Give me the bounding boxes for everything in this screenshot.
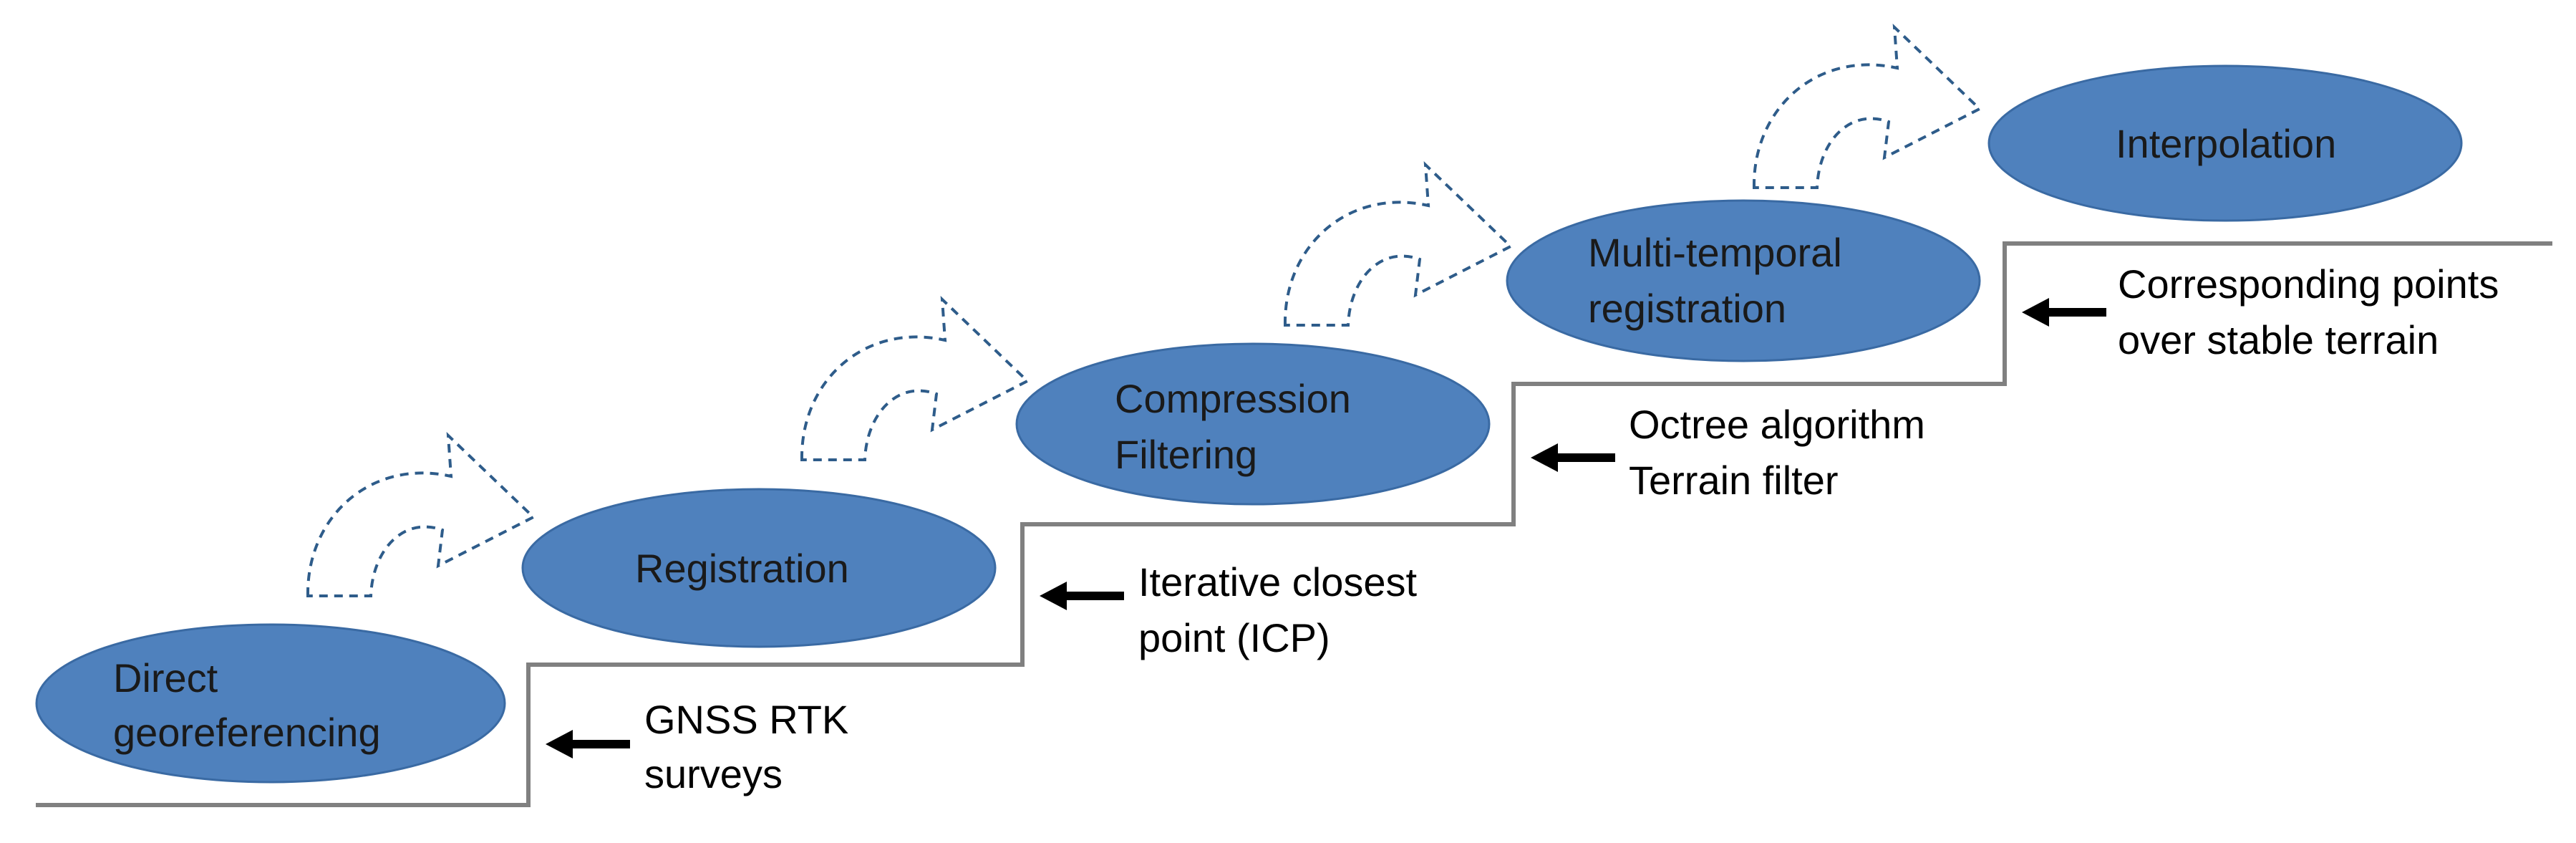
step-ellipse-direct-georeferencing[interactable]: [35, 623, 506, 784]
step-ellipse-multi-temporal-registration[interactable]: [1506, 199, 1981, 362]
step-label-line: Direct: [113, 655, 218, 700]
method-label-line: GNSS RTK: [644, 697, 848, 742]
arrow-head: [1531, 443, 1558, 472]
staircase-line: [36, 241, 2552, 807]
method-arrows: [546, 298, 2106, 758]
arrow-head: [1040, 582, 1067, 610]
arrow-head: [546, 730, 573, 758]
step-label-registration: Registration: [635, 546, 849, 591]
dashed-curved-arrow-2: [800, 295, 1030, 461]
step-label-line: georeferencing: [113, 710, 381, 755]
method-label-line: point (ICP): [1138, 615, 1330, 660]
method-label-line: over stable terrain: [2118, 317, 2439, 362]
method-label-octree-terrain: Octree algorithm Terrain filter: [1629, 402, 1937, 503]
step-label-interpolation: Interpolation: [2116, 121, 2336, 166]
dashed-curved-arrow-4: [1752, 23, 1982, 189]
step-ellipse-interpolation[interactable]: [1987, 64, 2463, 222]
method-arrow-2: [1040, 582, 1124, 610]
step-label-line: Multi-temporal: [1588, 230, 1842, 275]
method-label-line: Iterative closest: [1138, 559, 1417, 604]
method-label-icp: Iterative closest point (ICP): [1138, 559, 1428, 660]
transition-arrows: [306, 23, 1982, 597]
method-arrow-4: [2022, 298, 2106, 327]
method-arrow-3: [1531, 443, 1615, 472]
step-label-direct-georeferencing: Direct georeferencing: [113, 655, 381, 755]
method-label-corresponding-points: Corresponding points over stable terrain: [2118, 261, 2510, 362]
arrow-head: [2022, 298, 2049, 327]
step-label-line: registration: [1588, 286, 1786, 331]
method-arrow-1: [546, 730, 630, 758]
method-labels: GNSS RTK surveys Iterative closest point…: [644, 261, 2510, 796]
step-ellipses: [35, 64, 2463, 784]
method-label-line: surveys: [644, 751, 783, 796]
step-label-line: Compression: [1115, 376, 1351, 421]
step-label-multi-temporal-registration: Multi-temporal registration: [1588, 230, 1853, 331]
dashed-curved-arrow-1: [306, 431, 536, 597]
dashed-curved-arrow-3: [1283, 160, 1514, 327]
step-ellipse-compression-filtering[interactable]: [1015, 342, 1491, 506]
method-label-gnss-rtk: GNSS RTK surveys: [644, 697, 860, 796]
step-ellipse-registration[interactable]: [521, 488, 997, 648]
step-label-compression-filtering: Compression Filtering: [1115, 376, 1362, 477]
method-label-line: Octree algorithm: [1629, 402, 1925, 447]
method-label-line: Corresponding points: [2118, 261, 2499, 307]
step-labels: Direct georeferencing Registration Compr…: [113, 121, 2336, 755]
step-label-line: Filtering: [1115, 432, 1257, 477]
method-label-line: Terrain filter: [1629, 458, 1839, 503]
